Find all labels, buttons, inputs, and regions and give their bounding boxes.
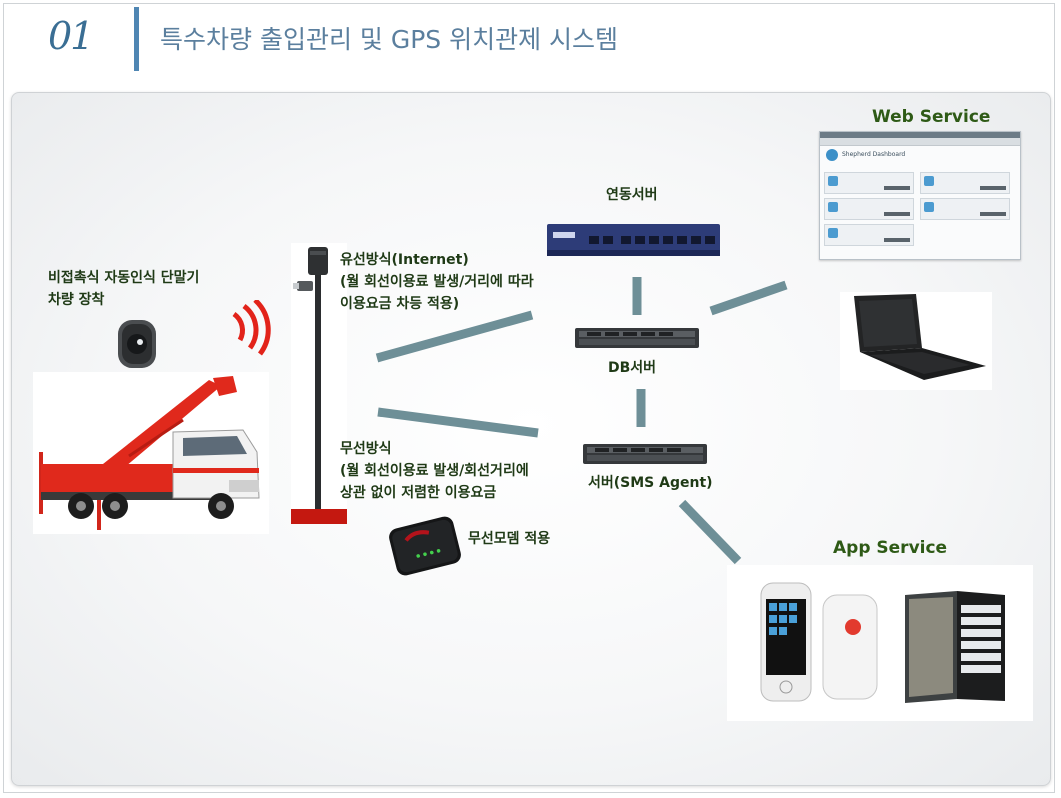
smartphone-icon	[727, 565, 1033, 721]
terminal-label: 비접촉식 자동인식 단말기 차량 장착	[48, 267, 199, 311]
dashboard-header: Shepherd Dashboard	[820, 146, 1020, 164]
dashboard-tile	[920, 198, 1010, 220]
modem-label: 무선모뎀 적용	[468, 531, 551, 547]
title-divider	[134, 7, 139, 71]
terminal-label-line1: 비접촉식 자동인식 단말기	[48, 270, 200, 286]
web-dashboard-screenshot: Shepherd Dashboard	[819, 131, 1021, 260]
aerial-ladder-truck-icon	[33, 372, 269, 534]
connector-wired	[375, 310, 534, 363]
browser-toolbar	[820, 138, 1020, 146]
terminal-label-line2: 차량 장착	[48, 292, 105, 308]
web-service-heading: Web Service	[872, 107, 991, 127]
sms-rack-server-icon	[583, 444, 707, 464]
wired-label-line1: 유선방식(Internet)	[340, 252, 469, 268]
section-number: 01	[48, 14, 94, 58]
dashboard-tile	[824, 198, 914, 220]
db-server-label: DB서버	[608, 360, 657, 376]
network-switch-icon	[547, 224, 720, 256]
connector-wireless	[377, 407, 539, 438]
wireless-label: 무선방식 (월 회선이용료 발생/회선거리에 상관 없이 저렴한 이용요금	[340, 438, 529, 504]
wired-label-line3: 이용요금 차등 적용)	[340, 296, 460, 312]
rfid-reader-icon	[118, 320, 156, 368]
connector-app	[678, 499, 742, 565]
wireless-label-line2: (월 회선이용료 발생/회선거리에	[340, 463, 529, 479]
dashboard-tile	[920, 172, 1010, 194]
wired-label: 유선방식(Internet) (월 회선이용료 발생/거리에 따라 이용요금 차…	[340, 249, 534, 315]
dashboard-tile	[824, 224, 914, 246]
app-service-heading: App Service	[833, 538, 948, 558]
wireless-modem-icon	[389, 516, 461, 576]
slide-border	[3, 3, 1055, 793]
wireless-label-line3: 상관 없이 저렴한 이용요금	[340, 485, 497, 501]
wired-label-line2: (월 회선이용료 발생/거리에 따라	[340, 274, 534, 290]
laptop-icon	[840, 292, 992, 390]
page-title: 특수차량 출입관리 및 GPS 위치관제 시스템	[160, 25, 619, 54]
connector-web	[709, 280, 788, 316]
dashboard-tile	[824, 172, 914, 194]
sms-server-label: 서버(SMS Agent)	[588, 475, 713, 491]
link-server-label: 연동서버	[606, 187, 658, 203]
rack-server-icon	[575, 328, 699, 348]
browser-titlebar	[820, 132, 1020, 138]
wireless-label-line1: 무선방식	[340, 441, 392, 457]
gps-antenna-pole-icon	[291, 243, 347, 524]
wireless-signal-icon	[232, 300, 271, 356]
